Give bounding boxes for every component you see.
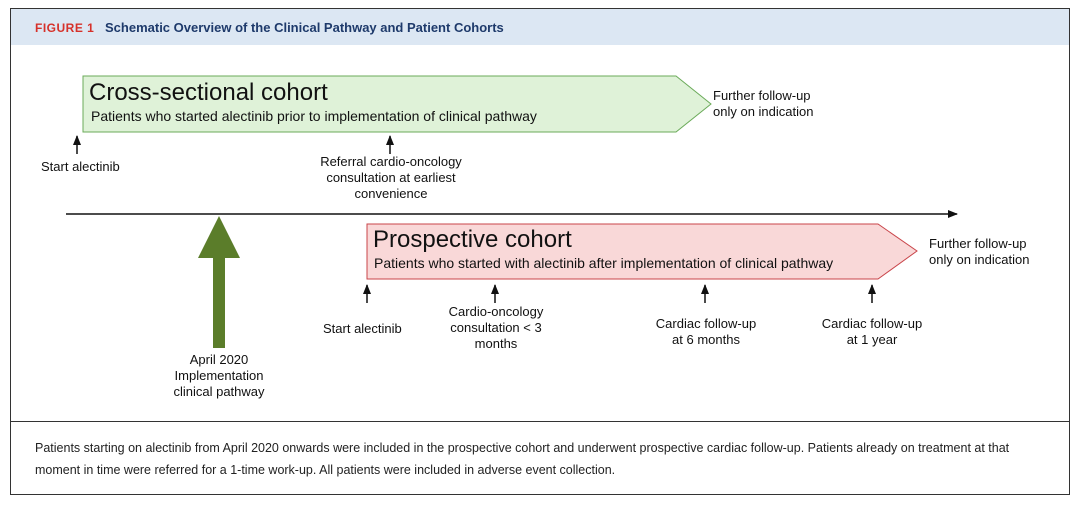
pro-further-label: Further follow-up only on indication	[929, 236, 1030, 267]
followup-1y-label: Cardiac follow-up at 1 year	[821, 316, 923, 347]
caption-divider	[11, 421, 1069, 422]
cross-start-label: Start alectinib	[41, 159, 120, 174]
implementation-arrow	[198, 216, 240, 348]
figure-frame: FIGURE 1 Schematic Overview of the Clini…	[10, 8, 1070, 495]
pathway-diagram: Cross-sectional cohort Patients who star…	[11, 46, 1069, 422]
cross-sectional-subtitle: Patients who started alectinib prior to …	[91, 108, 537, 124]
followup-6-label: Cardiac follow-up at 6 months	[655, 316, 757, 347]
prospective-title: Prospective cohort	[373, 226, 572, 253]
cross-sectional-title: Cross-sectional cohort	[89, 79, 328, 106]
pro-start-label: Start alectinib	[323, 321, 402, 336]
prospective-chevron	[366, 223, 918, 280]
cross-sectional-chevron	[82, 75, 712, 133]
figure-caption: Patients starting on alectinib from Apri…	[35, 441, 1010, 477]
figure-header: FIGURE 1 Schematic Overview of the Clini…	[11, 9, 1069, 45]
cross-further-label: Further follow-up only on indication	[713, 88, 814, 119]
figure-label: FIGURE 1	[35, 21, 95, 35]
diagram-graphics	[66, 75, 958, 348]
prospective-subtitle: Patients who started with alectinib afte…	[374, 255, 834, 271]
consultation-label: Cardio-oncology consultation < 3 months	[448, 304, 544, 351]
figure-title: Schematic Overview of the Clinical Pathw…	[105, 20, 504, 35]
referral-label: Referral cardio-oncology consultation at…	[320, 154, 462, 201]
implementation-label: April 2020 Implementation clinical pathw…	[173, 352, 265, 399]
